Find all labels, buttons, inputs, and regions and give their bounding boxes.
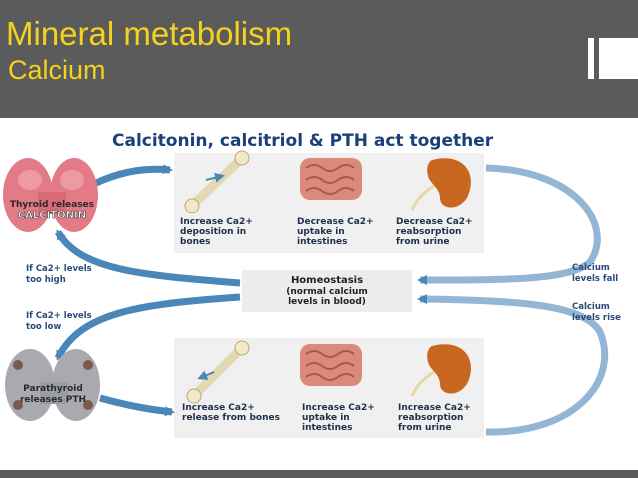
corner-decoration-block (599, 38, 638, 79)
slide-subtitle: Calcium (8, 55, 106, 85)
kidney-icon (410, 344, 471, 397)
intestine-icon (300, 158, 362, 200)
arrow-thyroid-to-effects (90, 164, 173, 189)
calcium-regulation-diagram: Calcitonin, calcitriol & PTH act togethe… (3, 131, 621, 438)
top-effect-intestines-label: Decrease Ca2+ (297, 217, 374, 227)
if-high-label: too high (26, 275, 66, 285)
kidney-icon (410, 158, 471, 211)
arrow-homeostasis-to-thyroid (54, 229, 241, 287)
top-effect-intestines-label: intestines (297, 237, 348, 247)
top-effect-bones-label: deposition in (180, 227, 246, 237)
homeostasis-label: (normal calcium (286, 287, 368, 297)
levels-fall-label: levels fall (572, 274, 618, 284)
levels-rise-label: Calcium (572, 302, 610, 312)
thyroid-label: Thyroid releases (10, 200, 94, 210)
parathyroid-label: Parathyroid (23, 384, 83, 394)
bottom-effect-bones-label: release from bones (182, 413, 280, 423)
bottom-effect-urine-label: Increase Ca2+ (398, 403, 471, 413)
bone-icon (184, 150, 250, 214)
if-high-label: If Ca2+ levels (26, 264, 92, 274)
slide-title: Mineral metabolism (6, 15, 293, 52)
top-effect-bones-label: bones (180, 237, 211, 247)
bone-icon (186, 340, 250, 404)
levels-rise-label: levels rise (572, 313, 621, 323)
thyroid-label: CALCITONIN (18, 210, 86, 221)
top-effect-urine-label: from urine (396, 237, 450, 247)
top-effect-urine-label: reabsorption (396, 227, 461, 237)
levels-fall-label: Calcium (572, 263, 610, 273)
parathyroid-gland-icon (5, 349, 100, 421)
top-effect-bones-label: Increase Ca2+ (180, 217, 253, 227)
header-band: Mineral metabolism Calcium (0, 0, 638, 118)
if-low-label: too low (26, 322, 61, 332)
top-effect-urine-label: Decrease Ca2+ (396, 217, 473, 227)
thyroid-gland-icon (3, 158, 98, 232)
arrow-homeostasis-to-parathyroid (54, 293, 241, 361)
corner-decoration-thin (588, 38, 594, 79)
if-low-label: If Ca2+ levels (26, 311, 92, 321)
bottom-effect-urine-label: from urine (398, 423, 452, 433)
arrow-effects-to-levels-fall (417, 164, 601, 285)
arrow-parathyroid-to-effects (99, 394, 175, 417)
intestine-icon (300, 344, 362, 386)
homeostasis-box (242, 270, 412, 312)
bottom-effect-intestines-label: uptake in (302, 413, 350, 423)
bottom-effect-intestines-label: intestines (302, 423, 353, 433)
homeostasis-label: Homeostasis (291, 275, 363, 286)
footer-bar (0, 470, 638, 478)
homeostasis-label: levels in blood) (288, 297, 366, 307)
top-effect-intestines-label: uptake in (297, 227, 345, 237)
diagram-heading: Calcitonin, calcitriol & PTH act togethe… (112, 131, 494, 151)
bottom-effect-intestines-label: Increase Ca2+ (302, 403, 375, 413)
bottom-effect-bones-label: Increase Ca2+ (182, 403, 255, 413)
bottom-effect-urine-label: reabsorption (398, 413, 463, 423)
parathyroid-label: releases PTH (20, 395, 86, 405)
arrow-effects-to-levels-rise (417, 294, 609, 436)
